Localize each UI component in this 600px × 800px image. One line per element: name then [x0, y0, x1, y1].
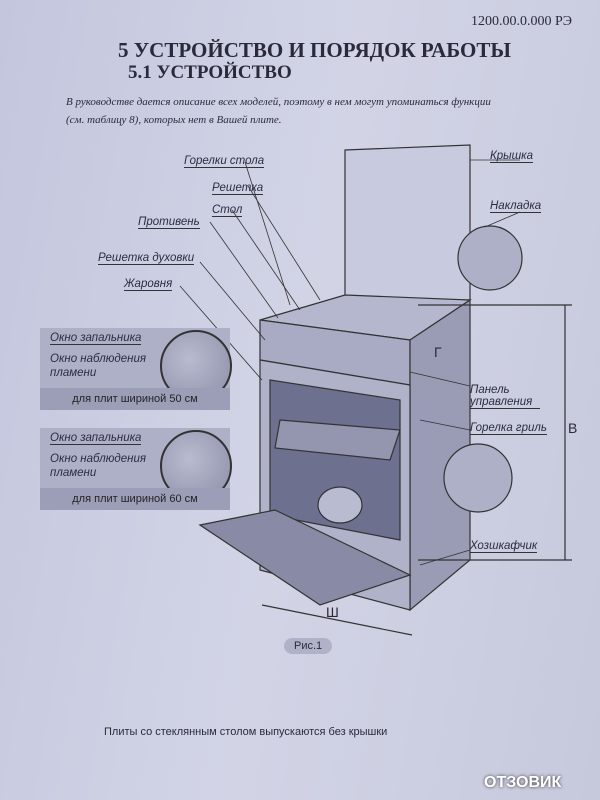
- intro-line-2: (см. таблицу 8), которых нет в Вашей пли…: [66, 114, 282, 126]
- doc-code: 1200.00.0.000 РЭ: [470, 14, 572, 29]
- figure-caption: Рис.1: [284, 638, 333, 654]
- inset-60cm: Окно запальника Окно наблюдения пламени …: [40, 428, 232, 510]
- page-title: 5 УСТРОЙСТВО И ПОРЯДОК РАБОТЫ: [118, 38, 511, 62]
- dimension-v: В: [568, 420, 578, 436]
- section-title: 5.1 УСТРОЙСТВО: [128, 62, 292, 83]
- inset-caption: для плит шириной 60 см: [40, 488, 230, 510]
- footnote: Плиты со стеклянным столом выпускаются б…: [104, 726, 388, 738]
- inset-label-flame: Окно наблюдения пламени: [50, 453, 146, 479]
- label-overlay: Накладка: [490, 200, 542, 213]
- label-grate: Решетка: [212, 182, 264, 195]
- inset-caption: для плит шириной 50 см: [40, 388, 230, 410]
- label-drawer: Хозшкафчик: [470, 540, 538, 553]
- inset-label-igniter: Окно запальника: [50, 432, 142, 445]
- watermark-logo: ОТЗОВИК: [484, 774, 562, 791]
- dimension-g: Г: [434, 344, 442, 360]
- inset-50cm: Окно запальника Окно наблюдения пламени …: [40, 328, 232, 410]
- label-oven-rack: Решетка духовки: [98, 252, 195, 265]
- label-roaster: Жаровня: [124, 278, 173, 291]
- label-table: Стол: [212, 204, 243, 217]
- label-control-panel: Панель управления: [470, 384, 540, 409]
- label-lid: Крышка: [490, 150, 534, 163]
- inset-label-igniter: Окно запальника: [50, 332, 142, 345]
- intro-line-1: В руководстве дается описание всех модел…: [66, 96, 491, 108]
- dimension-sh: Ш: [326, 604, 339, 620]
- label-grill-burner: Горелка гриль: [470, 422, 547, 435]
- label-burners: Горелки стола: [184, 155, 265, 168]
- label-tray: Противень: [138, 216, 200, 229]
- inset-label-flame: Окно наблюдения пламени: [50, 353, 146, 379]
